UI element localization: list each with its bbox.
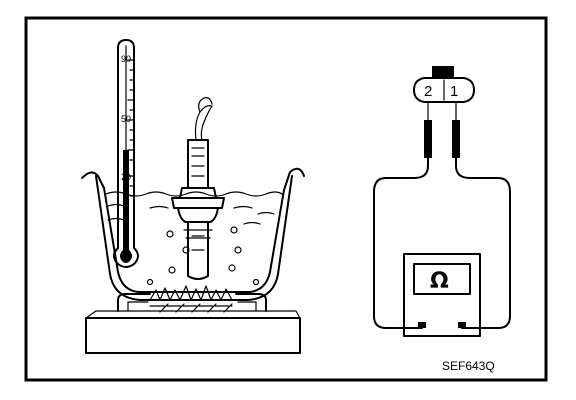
water-pot [95, 175, 293, 301]
burner-flame-icon [149, 285, 233, 313]
test-leads [373, 101, 511, 329]
burner-stand [117, 293, 267, 312]
ohmmeter-setup: 2 1 Ω [373, 66, 511, 337]
ohmmeter-icon: Ω [403, 253, 481, 337]
connector-icon: 2 1 [413, 66, 475, 103]
figure-frame [24, 16, 548, 382]
thermometer-label-50: 50 [121, 114, 131, 124]
heating-setup: 90 50 20 [81, 39, 305, 354]
burner-base [85, 310, 301, 354]
water-surface [105, 191, 283, 225]
thermometer-label-90: 90 [121, 54, 131, 64]
water-bubbles [146, 226, 260, 286]
ohmmeter-symbol: Ω [430, 269, 449, 294]
thermometer-icon: 90 50 20 [113, 39, 139, 268]
thermometer-label-20: 20 [121, 172, 131, 182]
temperature-sensor-icon [171, 97, 225, 280]
connector-pin-1-label: 1 [450, 83, 458, 100]
connector-pin-2-label: 2 [424, 83, 432, 100]
figure-reference-code: SEF643Q [442, 359, 495, 373]
